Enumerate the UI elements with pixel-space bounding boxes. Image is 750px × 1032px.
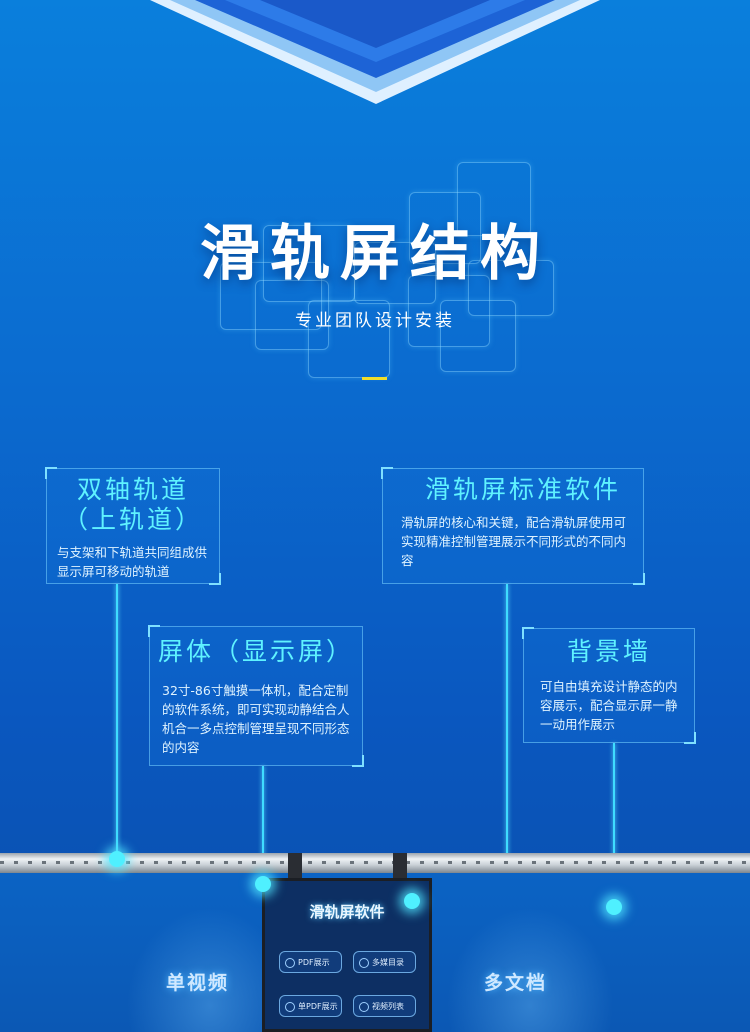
connector-wall [613,743,615,905]
document-icon [285,1002,295,1012]
info-box-screen-body: 屏体（显示屏） 32寸-86寸触摸一体机，配合定制的软件系统，即可实现动静结合人… [148,625,364,767]
track-desc: 与支架和下轨道共同组成供显示屏可移动的轨道 [57,545,208,579]
background-wall-title: 背景墙 [566,637,651,666]
pdf-icon [285,958,295,968]
floor-glow-right [440,900,620,1032]
screen-body-title: 屏体（显示屏） [157,637,354,666]
screen-button-video-list[interactable]: 视频列表 [353,995,416,1017]
track-title-line2: （上轨道） [62,505,203,534]
track-rail-pattern [0,861,750,864]
video-icon [359,1002,369,1012]
background-wall-desc: 可自由填充设计静态的内容展示，配合显示屏一静一动用作展示 [540,679,678,732]
top-chevron-decoration [150,0,600,104]
page-subtitle: 专业团队设计安装 [295,311,455,331]
screen-body-desc: 32寸-86寸触摸一体机，配合定制的软件系统，即可实现动静结合人机合一多点控制管… [162,683,350,755]
scene-label-right: 多文档 [484,972,548,994]
media-icon [359,958,369,968]
endpoint-dot-track [109,851,125,867]
screen-button-pdf[interactable]: PDF展示 [279,951,342,973]
display-screen: 滑轨屏软件 PDF展示 多媒目录 单PDF展示 视频列表 [262,878,432,1032]
connector-software [506,584,508,882]
deco-squares [0,0,750,400]
software-desc: 滑轨屏的核心和关键，配合滑轨屏使用可实现精准控制管理展示不同形式的不同内容 [401,515,627,568]
info-box-software: 滑轨屏标准软件 滑轨屏的核心和关键，配合滑轨屏使用可实现精准控制管理展示不同形式… [381,467,645,585]
screen-mount-right [393,853,407,879]
screen-button-single-pdf[interactable]: 单PDF展示 [279,995,342,1017]
endpoint-dot-screen-body [255,876,271,892]
track-title-line1: 双轴轨道 [76,475,189,504]
screen-button-media-catalog[interactable]: 多媒目录 [353,951,416,973]
title-accent-bar [362,377,387,380]
software-title: 滑轨屏标准软件 [424,475,621,504]
screen-mount-left [288,853,302,879]
connector-track [116,584,118,859]
info-box-background-wall: 背景墙 可自由填充设计静态的内容展示，配合显示屏一静一动用作展示 [522,627,696,744]
screen-software-title: 滑轨屏软件 [309,903,385,921]
page-title: 滑轨屏结构 [200,219,550,289]
scene-label-left: 单视频 [166,972,230,994]
endpoint-dot-wall [606,899,622,915]
info-box-track: 双轴轨道 （上轨道） 与支架和下轨道共同组成供显示屏可移动的轨道 [45,467,221,585]
connector-screen-body [262,766,264,884]
endpoint-dot-software [404,893,420,909]
